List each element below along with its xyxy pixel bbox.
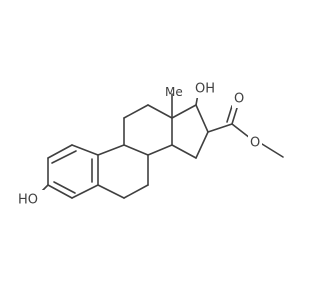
bond xyxy=(226,105,233,123)
bond xyxy=(51,150,77,164)
bond xyxy=(71,144,99,156)
bond xyxy=(231,107,238,125)
carbonyl-oxygen-label: O xyxy=(234,92,244,107)
hydroxyl-left-label: HO xyxy=(18,193,38,208)
ester-oxygen-label: O xyxy=(250,136,260,151)
bond xyxy=(171,144,197,159)
hydroxyl-top-label: OH xyxy=(195,82,215,97)
bond xyxy=(171,104,197,119)
bond xyxy=(195,131,209,159)
bond xyxy=(71,184,99,199)
bond xyxy=(147,104,173,119)
bond xyxy=(207,123,233,133)
bond xyxy=(123,184,149,199)
bond xyxy=(123,104,149,119)
bond xyxy=(97,184,125,199)
bond xyxy=(53,181,76,194)
bond xyxy=(147,144,173,156)
molecule-diagram: HO OH Me O O xyxy=(16,80,284,208)
bond xyxy=(97,144,125,156)
bond xyxy=(47,184,73,199)
bond xyxy=(231,123,251,139)
bond xyxy=(195,104,209,133)
methyl-label: Me xyxy=(165,85,183,99)
bonds xyxy=(34,93,284,199)
bond xyxy=(47,144,73,159)
bond xyxy=(123,144,149,156)
bond xyxy=(261,143,284,158)
atom-labels: HO OH Me O O xyxy=(16,80,262,208)
